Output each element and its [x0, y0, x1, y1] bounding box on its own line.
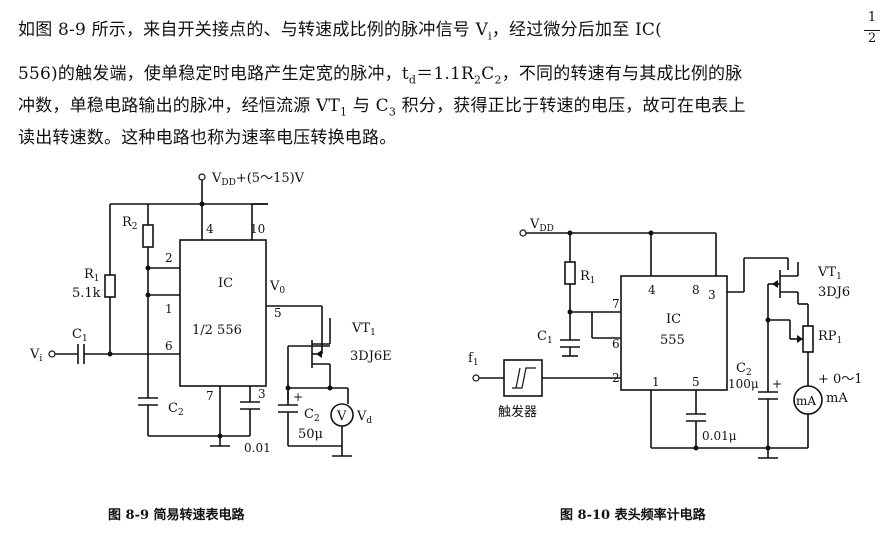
ic-label-2: IC	[666, 312, 681, 327]
c1-label-2: C1	[537, 329, 553, 346]
r1-resistor-icon-2	[564, 261, 576, 285]
pin-2-label: 2	[165, 251, 173, 265]
cap-0.01u-value: 0.01μ	[702, 429, 737, 443]
pin-8-label-2: 8	[692, 283, 700, 297]
r1-label: R1	[84, 267, 100, 284]
r1-value: 5.1k	[72, 286, 101, 301]
f1-label: f1	[468, 351, 479, 368]
fraction-numerator: 1	[867, 10, 877, 25]
r1-label-2: R1	[580, 269, 596, 286]
ic-556-block	[179, 239, 267, 387]
rp1-potentiometer-icon	[802, 325, 814, 353]
c2-label: C2	[168, 401, 184, 418]
pin-7-label-2: 7	[612, 297, 620, 311]
vdd-label: VDD+(5～15)V	[211, 171, 305, 188]
pin-4-label-2: 4	[648, 283, 656, 297]
pin-3-label-2: 3	[708, 288, 716, 302]
pin-1-label-2: 1	[652, 375, 660, 389]
paragraph-line-2: 556)的触发端，使单稳定时电路产生定宽的脉冲，td＝1.1R2C2，不同的转速…	[18, 64, 743, 87]
pin-10-label: 10	[250, 222, 265, 236]
pin-4-label: 4	[206, 222, 214, 236]
r2-label: R2	[122, 215, 138, 232]
ic-label: IC	[218, 276, 233, 291]
vt1-part-label: 3DJ6E	[350, 349, 392, 364]
vt1-label: VT1	[351, 321, 376, 338]
pin-6-label: 6	[165, 339, 173, 353]
pin-3-label: 3	[258, 387, 266, 401]
c2-plus-sign: +	[293, 390, 303, 404]
ic-part-label: 1/2 556	[192, 323, 242, 338]
f1-terminal-icon	[472, 374, 480, 382]
vi-label: Vi	[29, 347, 42, 364]
figure-8-9-caption: 图 8-9 简易转速表电路	[108, 507, 246, 523]
vdd-terminal-icon	[198, 173, 206, 181]
pin-6-label-2: 6	[612, 337, 620, 351]
c2-label-2: C2	[736, 361, 752, 378]
vt1-jfet-icon-2	[768, 258, 799, 304]
vt1-label-2: VT1	[817, 265, 842, 282]
c2b-label: C2	[304, 407, 320, 424]
pin-7-label: 7	[206, 389, 214, 403]
r2-resistor-icon	[142, 224, 154, 248]
ic-part-label-2: 555	[660, 333, 685, 348]
figure-8-10: VDD R1 7 6 C1 IC 555 4 8 3 2 1 5	[468, 217, 863, 523]
trigger-label: 触发器	[498, 404, 537, 420]
paragraph-line-4: 读出转速数。这种电路也称为速率电压转换电路。	[18, 128, 397, 148]
rp1-label: RP1	[818, 329, 842, 346]
vt1-part-label-2: 3DJ6	[818, 285, 850, 300]
c2-plus-sign-2: +	[772, 377, 782, 391]
meter-unit: mA	[826, 391, 848, 406]
pin-1-label: 1	[165, 302, 173, 316]
c2b-value: 50μ	[298, 427, 323, 442]
trigger-block-icon	[503, 359, 543, 397]
voltmeter-symbol: V	[336, 409, 347, 424]
vi-terminal-icon	[48, 350, 56, 358]
fraction-denominator: 2	[867, 31, 877, 46]
figure-8-9: VDD+(5～15)V R2 R1 5.1k IC 1/2 556 4 10 2…	[29, 171, 392, 523]
c1-label: C1	[72, 327, 88, 344]
figure-8-10-caption: 图 8-10 表头频率计电路	[560, 507, 707, 523]
paragraph-line-1: 如图 8-9 所示，来自开关接点的、与转速成比例的脉冲信号 Vi，经过微分后加至…	[18, 20, 662, 43]
vdd-terminal-icon-2	[519, 229, 527, 237]
fraction-bar	[864, 30, 880, 31]
cap-0.01-value: 0.01	[244, 441, 271, 455]
vt1-jfet-icon	[311, 330, 331, 378]
pin-5-label-2: 5	[692, 375, 700, 389]
r1-resistor-icon	[104, 274, 116, 298]
paragraph: 如图 8-9 所示，来自开关接点的、与转速成比例的脉冲信号 Vi，经过微分后加至…	[0, 0, 896, 170]
pin-5-label: 5	[274, 306, 282, 320]
paragraph-line-3: 冲数，单稳电路输出的脉冲，经恒流源 VT1 与 C3 积分，获得正比于转速的电压…	[18, 96, 746, 119]
milliammeter-symbol: mA	[796, 394, 816, 408]
c2-value-2: 100μ	[728, 377, 759, 391]
ic-555-block	[620, 275, 728, 391]
vdd-label-2: VDD	[529, 217, 554, 234]
vd-label: Vd	[356, 409, 372, 426]
vo-label: V0	[269, 279, 285, 296]
meter-range: + 0～1	[818, 372, 863, 387]
